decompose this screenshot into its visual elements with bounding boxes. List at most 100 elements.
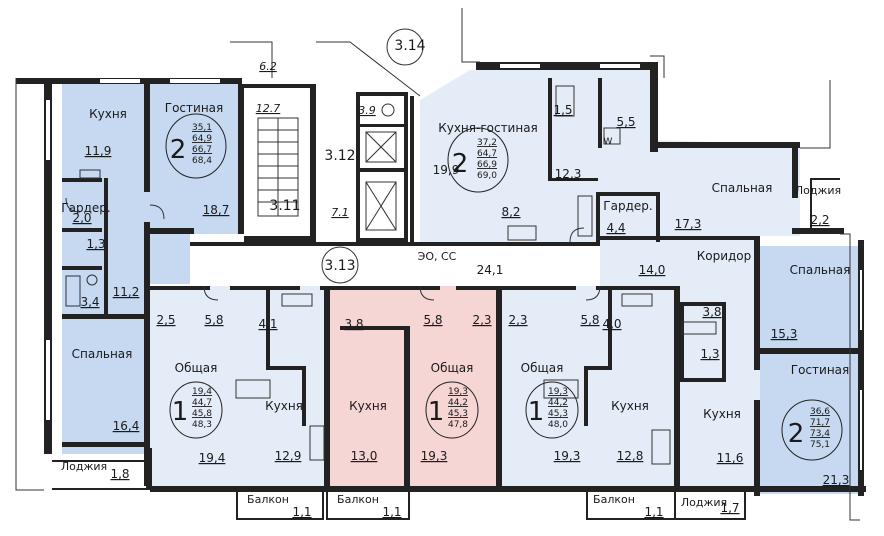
fill-left-hall [150,234,190,284]
right-a38: 3,8 [702,305,721,319]
area-badge-right [781,399,843,461]
s1-fig-0: 19,4 [192,387,212,397]
left-hall: 11,2 [113,285,140,299]
left-garder-area: 2,0 [72,211,91,225]
left-fig-2: 66,7 [192,145,212,155]
labels: 3.14 3.12 3.11 3.13 6.2 12.7 3.9 7.1 ЭО,… [61,38,851,519]
top-a55: 5,5 [616,115,635,129]
s1-room-name: Общая [175,361,218,375]
top-bed-name: Спальная [712,181,773,195]
right-kitchen-area: 11,6 [717,451,744,465]
left-bed-name: Спальная [72,347,133,361]
s4-fig-3: 48,0 [548,420,568,430]
s1-kitchen-area: 12,9 [275,449,302,463]
right-loggia-area: 1,7 [720,501,739,515]
fill-corridor [190,246,600,286]
s2-kitchen-area: 13,0 [351,449,378,463]
fill-right-bed [760,246,860,354]
s3-a58: 5,8 [423,313,442,327]
s3-fig-2: 45,3 [448,409,468,419]
s3-fig-1: 44,2 [448,398,468,408]
top-kitchen-area: 19,9 [433,163,460,177]
right-fig-1: 71,7 [810,418,830,428]
left-fig-3: 68,4 [192,156,212,166]
left-living-area: 18,7 [203,203,230,217]
left-kitchen-area: 11,9 [85,144,112,158]
right-fig-3: 75,1 [810,440,830,450]
s3-fig-0: 19,3 [448,387,468,397]
top-kitchen-name: Кухня-гостиная [438,121,538,135]
s1-fig-3: 48,3 [192,420,212,430]
right-living-area: 21,3 [823,473,850,487]
area-circles [165,113,843,461]
s4-rooms: 1 [528,397,545,427]
top-loggia-area: 2,2 [810,213,829,227]
top-bed-area: 17,3 [675,217,702,231]
left-fig-0: 35,1 [192,123,212,133]
top-rooms: 2 [452,149,469,179]
area-badge-left [165,113,227,179]
top-garder-area: 4,4 [606,221,625,235]
right-fig-2: 73,4 [810,429,830,439]
s3-fig-3: 47,8 [448,420,468,430]
label-3-13: 3.13 [324,258,355,274]
label-7-1: 7.1 [331,206,349,219]
right-bed-area: 15,3 [771,327,798,341]
s4-kitchen-name: Кухня [611,399,649,413]
label-3-11: 3.11 [269,198,300,214]
s1-a58: 5,8 [204,313,223,327]
area-badge-s4 [525,381,579,439]
left-kitchen-name: Кухня [89,107,127,121]
area-badge-s1 [169,381,223,439]
fill-right-kitchen [676,286,760,486]
left-loggia-area: 1,8 [110,467,129,481]
top-a82: 8,2 [501,205,520,219]
s1-hall: 2,5 [156,313,175,327]
s2-balcony-name: Балкон [337,493,379,506]
s1-room-area: 19,4 [199,451,226,465]
left-garder-name: Гардер. [61,201,110,215]
s3-room-area: 19,3 [421,449,448,463]
area-badge-top [447,127,509,193]
left-bath2: 3,4 [80,295,99,309]
right-fig-0: 36,6 [810,407,830,417]
s4-room-name: Общая [521,361,564,375]
s3-room-name: Общая [431,361,474,375]
left-loggia-name: Лоджия [61,460,107,473]
top-fig-0: 37,2 [477,138,497,148]
label-3-9: 3.9 [358,104,376,117]
right-rooms: 2 [788,419,805,449]
thin-lines [15,8,860,521]
right-living-name: Гостиная [791,363,849,377]
room-fills [62,70,860,494]
s1-kitchen-name: Кухня [265,399,303,413]
s1-balcony-area: 1,1 [292,505,311,519]
s3-rooms: 1 [428,397,445,427]
label-eo: ЭО, СС [418,250,457,263]
top-fig-1: 64,7 [477,149,497,159]
right-bed-name: Спальная [790,263,851,277]
label-12-7: 12.7 [256,102,281,115]
top-fig-2: 66,9 [477,160,497,170]
fill-top-apt [420,70,800,246]
s4-kitchen-area: 12,8 [617,449,644,463]
right-corr-area: 14,0 [639,263,666,277]
right-corr-name: Коридор [697,249,752,263]
s4-balcony-name: Балкон [593,493,635,506]
s1-fig-2: 45,8 [192,409,212,419]
fill-right-corridor [600,236,760,286]
label-3-12: 3.12 [324,148,355,164]
right-a13: 1,3 [700,347,719,361]
s1-rooms: 1 [172,397,189,427]
s4-a58: 5,8 [580,313,599,327]
top-loggia-name: Лоджия [795,184,841,197]
fill-right-living [760,354,860,494]
right-loggia-name: Лоджия [681,496,727,509]
s4-fig-1: 44,2 [548,398,568,408]
s4-fig-2: 45,3 [548,409,568,419]
top-fig-3: 69,0 [477,171,497,181]
s3-a23: 2,3 [472,313,491,327]
left-rooms: 2 [170,135,187,165]
top-a123: 12,3 [555,167,582,181]
